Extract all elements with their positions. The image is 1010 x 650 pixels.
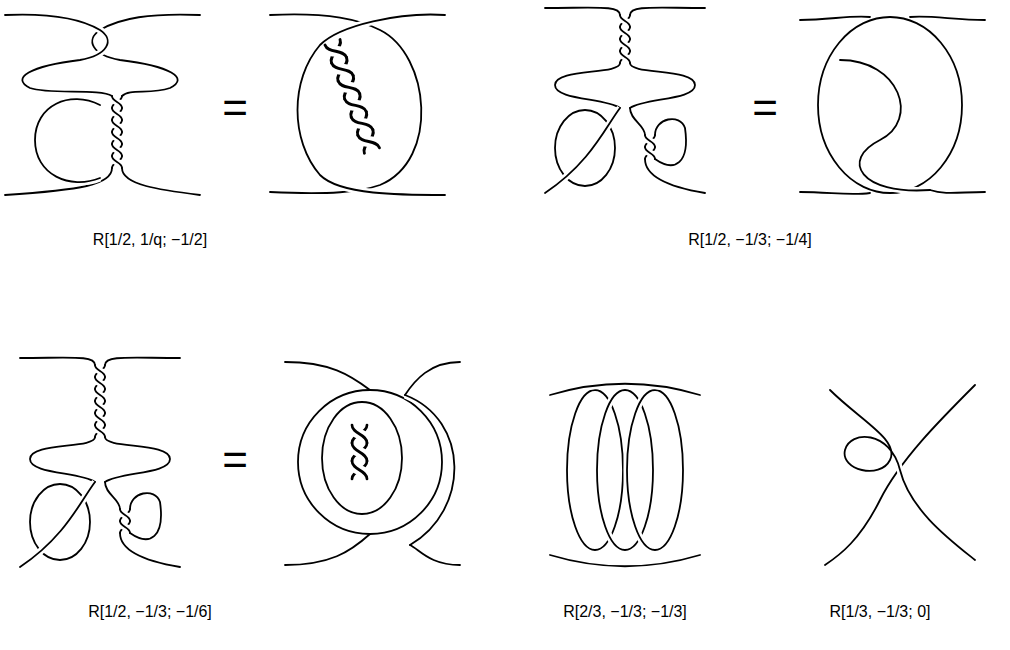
tangle-label: R[1/2, 1/q; −1/2]: [93, 230, 207, 250]
equals-sign: =: [752, 86, 778, 130]
tangle-label: R[2/3, −1/3; −1/3]: [563, 602, 687, 622]
equals-sign: =: [222, 438, 248, 482]
equals-sign: =: [222, 86, 248, 130]
tangle-label: R[1/2, −1/3; −1/6]: [88, 602, 212, 622]
tangle-label: R[1/3, −1/3; 0]: [830, 602, 931, 622]
tangle-label: R[1/2, −1/3; −1/4]: [688, 230, 812, 250]
